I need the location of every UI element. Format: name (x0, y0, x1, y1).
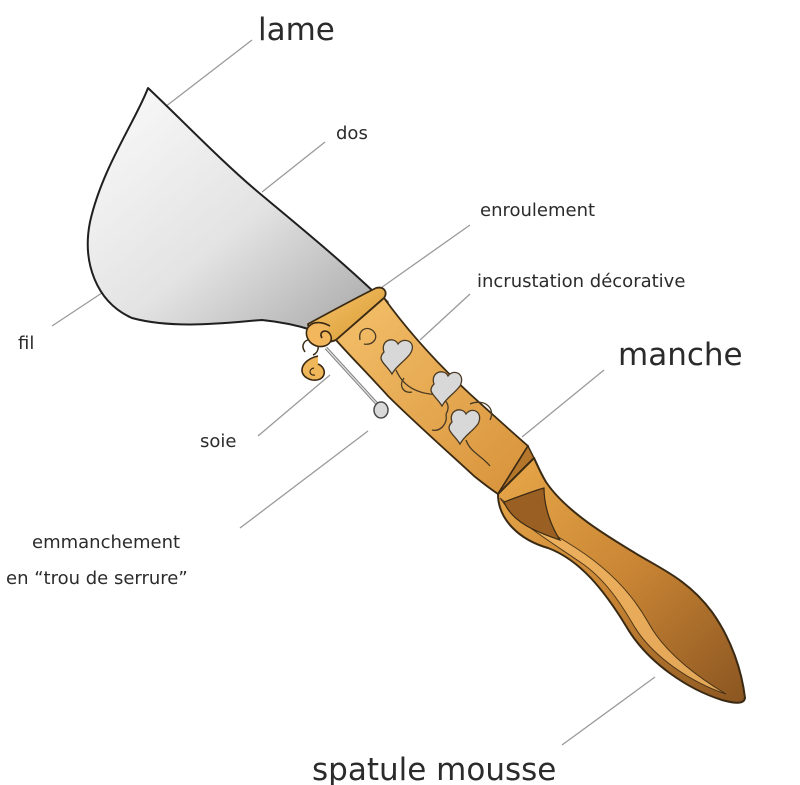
paring-knife-illustration (88, 88, 745, 703)
leader-soie (258, 375, 330, 436)
label-dos: dos (336, 123, 368, 144)
label-spatule: spatule mousse (312, 752, 556, 785)
label-lame: lame (258, 12, 335, 48)
label-enroulement: enroulement (480, 200, 595, 221)
label-emmanchement-1: emmanchement (32, 532, 180, 553)
leader-incrustation (420, 294, 470, 340)
leader-enroulement (378, 225, 470, 290)
leader-dos (262, 142, 325, 192)
labels: lame dos enroulement incrustation décora… (6, 12, 743, 785)
lower-scroll (302, 356, 324, 380)
label-fil: fil (18, 333, 34, 354)
leader-lame (165, 40, 252, 107)
label-manche: manche (618, 337, 743, 373)
leader-spatule (562, 677, 655, 745)
leader-emmanchement (240, 431, 368, 528)
label-emmanchement-2: en “trou de serrure” (6, 568, 188, 589)
handle-bolster-face (336, 298, 528, 494)
leader-manche (522, 370, 604, 437)
label-soie: soie (200, 431, 236, 452)
label-incrustation: incrustation décorative (477, 271, 685, 292)
upper-scroll (306, 323, 331, 347)
blade (88, 88, 376, 330)
